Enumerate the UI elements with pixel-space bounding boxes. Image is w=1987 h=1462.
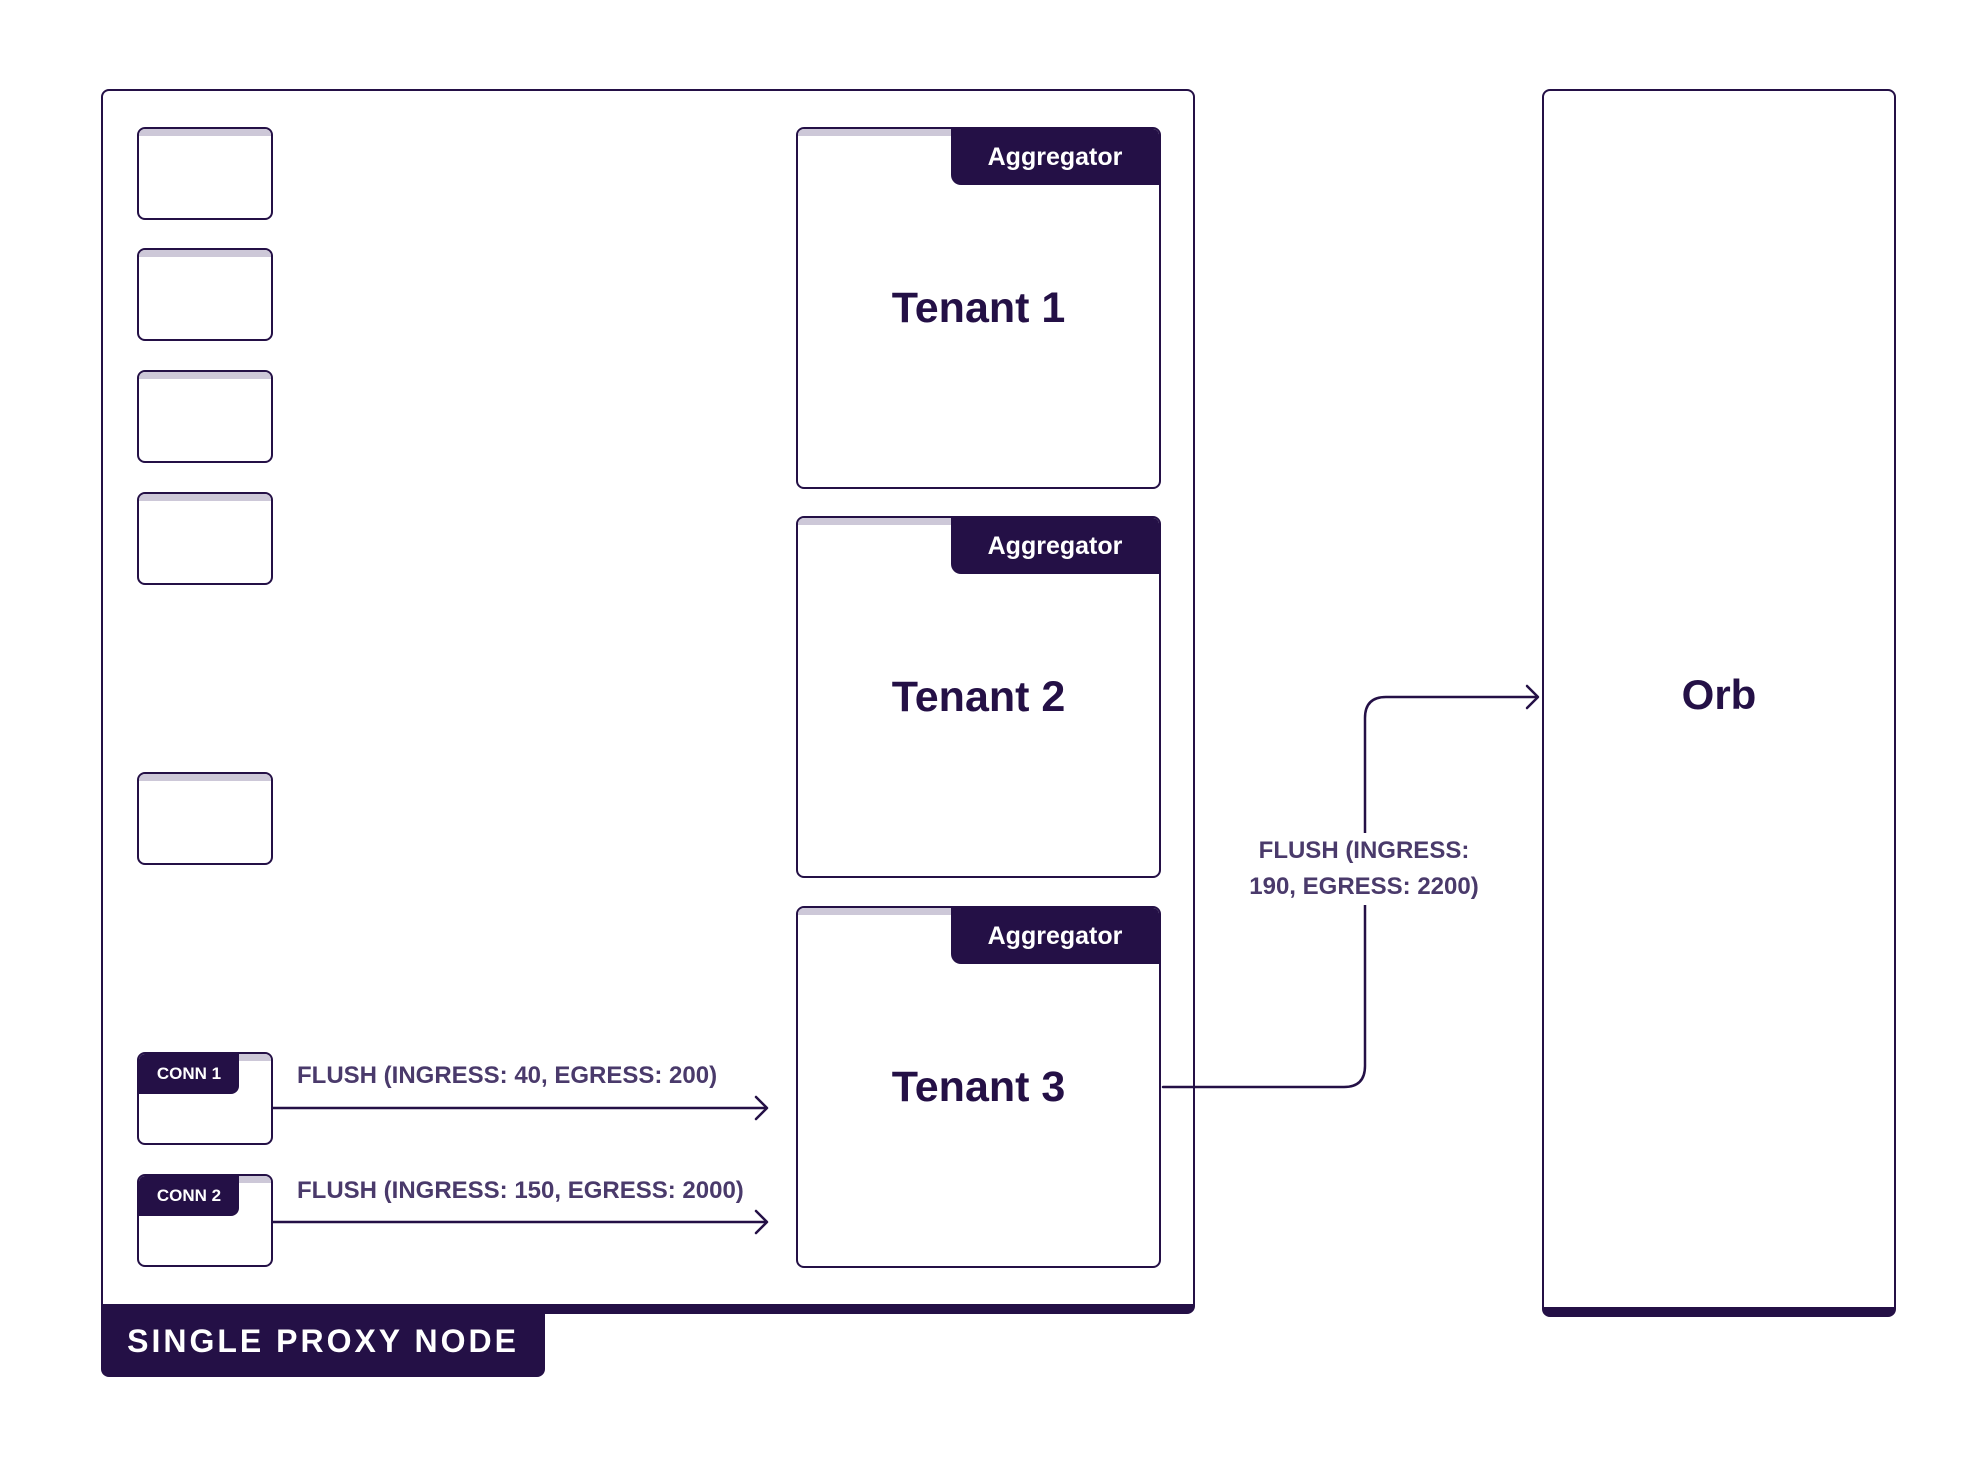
- orb-label: Orb: [1681, 671, 1757, 718]
- connection-box: [137, 492, 273, 585]
- connection-box: [137, 127, 273, 220]
- tenant-1-aggregator-tab: Aggregator: [951, 129, 1159, 185]
- tenant-2-aggregator-tab: Aggregator: [951, 518, 1159, 574]
- tenant-2-label: Tenant 2: [891, 673, 1066, 721]
- conn-1-arrowhead: [754, 1095, 769, 1121]
- tenant-3-label: Tenant 3: [891, 1063, 1066, 1111]
- tenant-1-box: Aggregator Tenant 1: [796, 127, 1161, 489]
- flush-to-orb-line-1: FLUSH (INGRESS:: [1258, 837, 1470, 864]
- tenant-3-aggregator-tab: Aggregator: [951, 908, 1159, 964]
- proxy-node-label: SINGLE PROXY NODE: [101, 1305, 545, 1377]
- connection-box-conn-1: CONN 1: [137, 1052, 273, 1145]
- tenant-3-box: Aggregator Tenant 3: [796, 906, 1161, 1268]
- connection-box: [137, 370, 273, 463]
- connection-box-conn-2: CONN 2: [137, 1174, 273, 1267]
- tenant-2-box: Aggregator Tenant 2: [796, 516, 1161, 878]
- flush-to-orb-label: FLUSH (INGRESS: 190, EGRESS: 2200): [1246, 833, 1482, 905]
- conn-1-tag: CONN 1: [139, 1054, 239, 1094]
- tenant-3-to-orb-arrowhead: [1525, 684, 1540, 710]
- tenant-1-label: Tenant 1: [891, 284, 1066, 332]
- orb-box: Orb: [1542, 89, 1896, 1317]
- flush-to-orb-line-2: 190, EGRESS: 2200): [1249, 873, 1479, 900]
- conn-2-tag: CONN 2: [139, 1176, 239, 1216]
- conn-2-flush-label: FLUSH (INGRESS: 150, EGRESS: 2000): [297, 1177, 744, 1204]
- conn-2-arrowhead: [754, 1209, 769, 1235]
- connection-box: [137, 248, 273, 341]
- connection-box: [137, 772, 273, 865]
- conn-1-flush-label: FLUSH (INGRESS: 40, EGRESS: 200): [297, 1062, 718, 1089]
